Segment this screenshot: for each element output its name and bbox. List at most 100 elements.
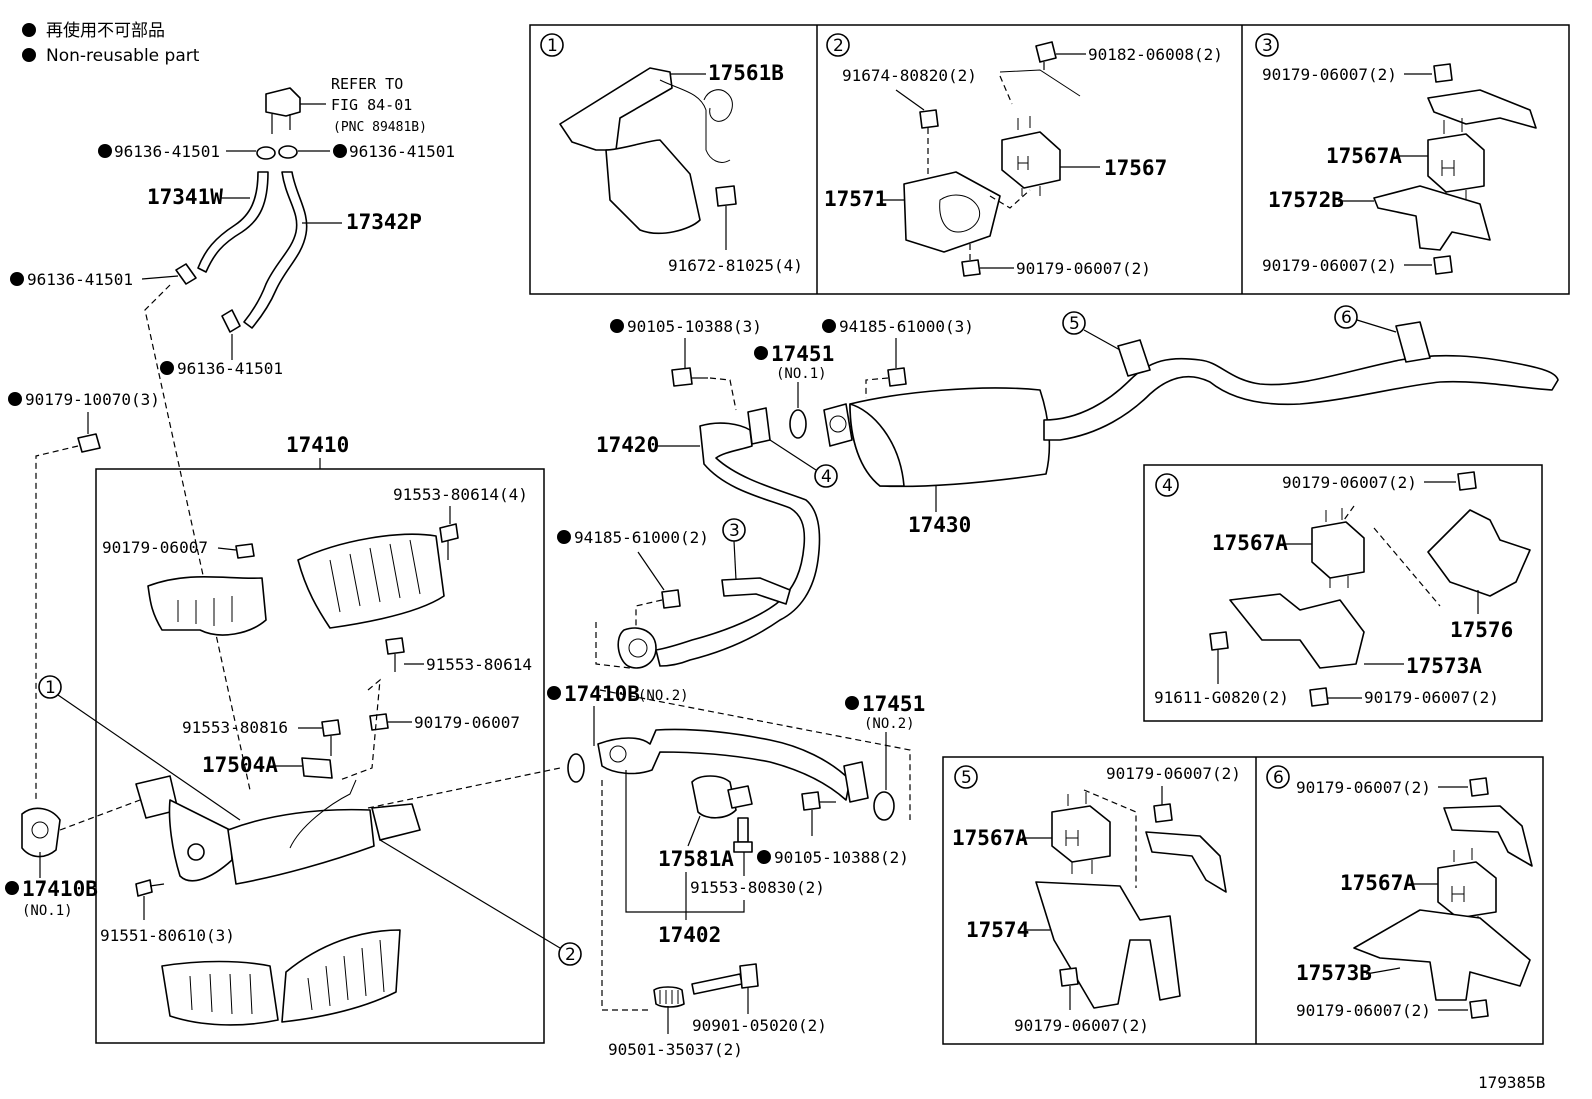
- stud-bolt-icon: [737, 817, 749, 843]
- converter-assembly: [135, 775, 421, 885]
- figure-id: 179385B: [1478, 1073, 1545, 1092]
- label-90179-06007: 90179-06007(2): [1262, 65, 1397, 84]
- bracket-icon: [903, 171, 1001, 253]
- pipe-icon: [655, 422, 821, 667]
- bolt-icon: [671, 367, 693, 387]
- label-96136-41501: 96136-41501: [349, 142, 455, 161]
- gasket-icon: [21, 807, 61, 858]
- callout-4: [814, 464, 838, 488]
- svg-text:2: 2: [565, 945, 576, 965]
- callout-6: [1266, 765, 1290, 789]
- clip-icon: [278, 145, 298, 159]
- nut-icon: [235, 543, 255, 559]
- svg-text:1: 1: [45, 678, 56, 698]
- flange-icon: [371, 803, 421, 841]
- bolt-shaft-icon: [691, 973, 743, 995]
- muffler-end-icon: [849, 403, 905, 487]
- stud-bolt-icon: [733, 841, 753, 853]
- bolt-icon: [321, 719, 341, 737]
- sensor-group: REFER TO FIG 84-01 (PNC 89481B): [265, 75, 427, 135]
- sensor-17581a-icon: [691, 775, 737, 819]
- heat-insulators: [147, 533, 445, 1026]
- label-90179-10070: 90179-10070(3): [25, 390, 160, 409]
- label-17410b-no2-note: (NO.2): [638, 688, 689, 704]
- nut-icon: [1035, 41, 1057, 63]
- spring-icon: [653, 986, 685, 1008]
- label-90179-06007: 90179-06007(2): [1364, 688, 1499, 707]
- label-17581a: 17581A: [658, 847, 734, 871]
- label-90179-06007: 90179-06007(2): [1282, 473, 1417, 492]
- detail-box-1: 1 17561B 91672-81025(4): [540, 33, 803, 275]
- label-17567a: 17567A: [952, 826, 1028, 850]
- gasket-17410b-no1: 17410B (NO.1): [5, 799, 141, 919]
- detail-box-6: 6 90179-06007(2) 17567A 17573B 90179-060…: [1266, 765, 1533, 1020]
- flange-icon: [823, 403, 853, 447]
- nut-icon: [1309, 687, 1329, 707]
- bolt-icon: [439, 523, 459, 543]
- nut-90179-10070: 90179-10070(3): [8, 390, 160, 800]
- label-90179-06007: 90179-06007(2): [1106, 764, 1241, 783]
- svg-text:1: 1: [547, 36, 558, 56]
- front-pipe-17420: 90105-10388(3) 17451 (NO.1) 94185-61000(…: [557, 317, 974, 669]
- label-17430: 17430: [908, 513, 971, 537]
- center-pipe-17402: 17410B (NO.2) 17451 (NO.2) 17581A 90105-…: [367, 682, 925, 1059]
- label-17567: 17567: [1104, 156, 1167, 180]
- tailpipe-icon: [1043, 354, 1559, 441]
- svg-text:4: 4: [821, 467, 832, 487]
- svg-text:6: 6: [1341, 308, 1352, 328]
- label-91553-80614: 91553-80614: [426, 655, 532, 674]
- bolt-icon: [801, 791, 821, 811]
- callout-5: [954, 765, 978, 789]
- label-90179-06007: 90179-06007: [414, 713, 520, 732]
- label-17451-no1-note: (NO.1): [776, 366, 827, 382]
- label-90901-05020: 90901-05020(2): [692, 1016, 827, 1035]
- svg-text:5: 5: [1069, 314, 1080, 334]
- bracket-icon: [1443, 805, 1533, 867]
- clip-icon: [256, 146, 276, 160]
- detail-boxes-bottom: [942, 756, 1544, 1045]
- rubber-mount-icon: [1437, 861, 1497, 919]
- nut-icon: [77, 433, 101, 453]
- label-91553-80614-4: 91553-80614(4): [393, 485, 528, 504]
- callout-4: [1155, 473, 1179, 497]
- bracket-icon: [1145, 831, 1227, 893]
- rubber-mount-icon: [1311, 521, 1365, 579]
- label-90179-06007: 90179-06007: [102, 538, 208, 557]
- refer-line3: (PNC 89481B): [333, 120, 427, 135]
- label-17451-no1: 17451: [771, 342, 834, 366]
- flange-icon: [617, 627, 657, 669]
- heat-insulator-icon: [147, 575, 267, 636]
- label-17573b: 17573B: [1296, 961, 1372, 985]
- label-17342p: 17342P: [346, 210, 422, 234]
- nut-icon: [369, 713, 389, 731]
- hose-17342p-icon: [243, 171, 308, 329]
- label-17571: 17571: [824, 187, 887, 211]
- bracket-icon: [1373, 185, 1491, 251]
- label-91553-80816: 91553-80816: [182, 718, 288, 737]
- label-90105-10388-3: 90105-10388(3): [627, 317, 762, 336]
- bracket-icon: [721, 577, 791, 605]
- label-90182-06008: 90182-06008(2): [1088, 45, 1223, 64]
- label-17451-no2-note: (NO.2): [864, 716, 915, 732]
- label-17410b-no1: 17410B: [22, 877, 98, 901]
- label-17574: 17574: [966, 918, 1029, 942]
- label-17567a: 17567A: [1340, 871, 1416, 895]
- nut-icon: [1469, 999, 1489, 1019]
- bracket-17573a-icon: [1229, 593, 1365, 669]
- callout-1: [540, 33, 564, 57]
- label-91553-80830: 91553-80830(2): [690, 878, 825, 897]
- refer-line2: FIG 84-01: [331, 96, 412, 114]
- gasket-icon: [789, 409, 807, 439]
- bolt-head-icon: [739, 963, 759, 989]
- hose-clips-top: 96136-41501 96136-41501: [98, 142, 455, 161]
- label-17451-no2: 17451: [862, 692, 925, 716]
- flange-icon: [843, 761, 869, 803]
- callout-2: [826, 33, 850, 57]
- clip-icon: [175, 263, 197, 285]
- svg-text:3: 3: [1262, 36, 1273, 56]
- nut-icon: [1457, 471, 1477, 491]
- nut-icon: [1433, 255, 1453, 275]
- bracket-17573b-icon: [1353, 909, 1531, 1001]
- heat-insulator-icon: [281, 929, 401, 1023]
